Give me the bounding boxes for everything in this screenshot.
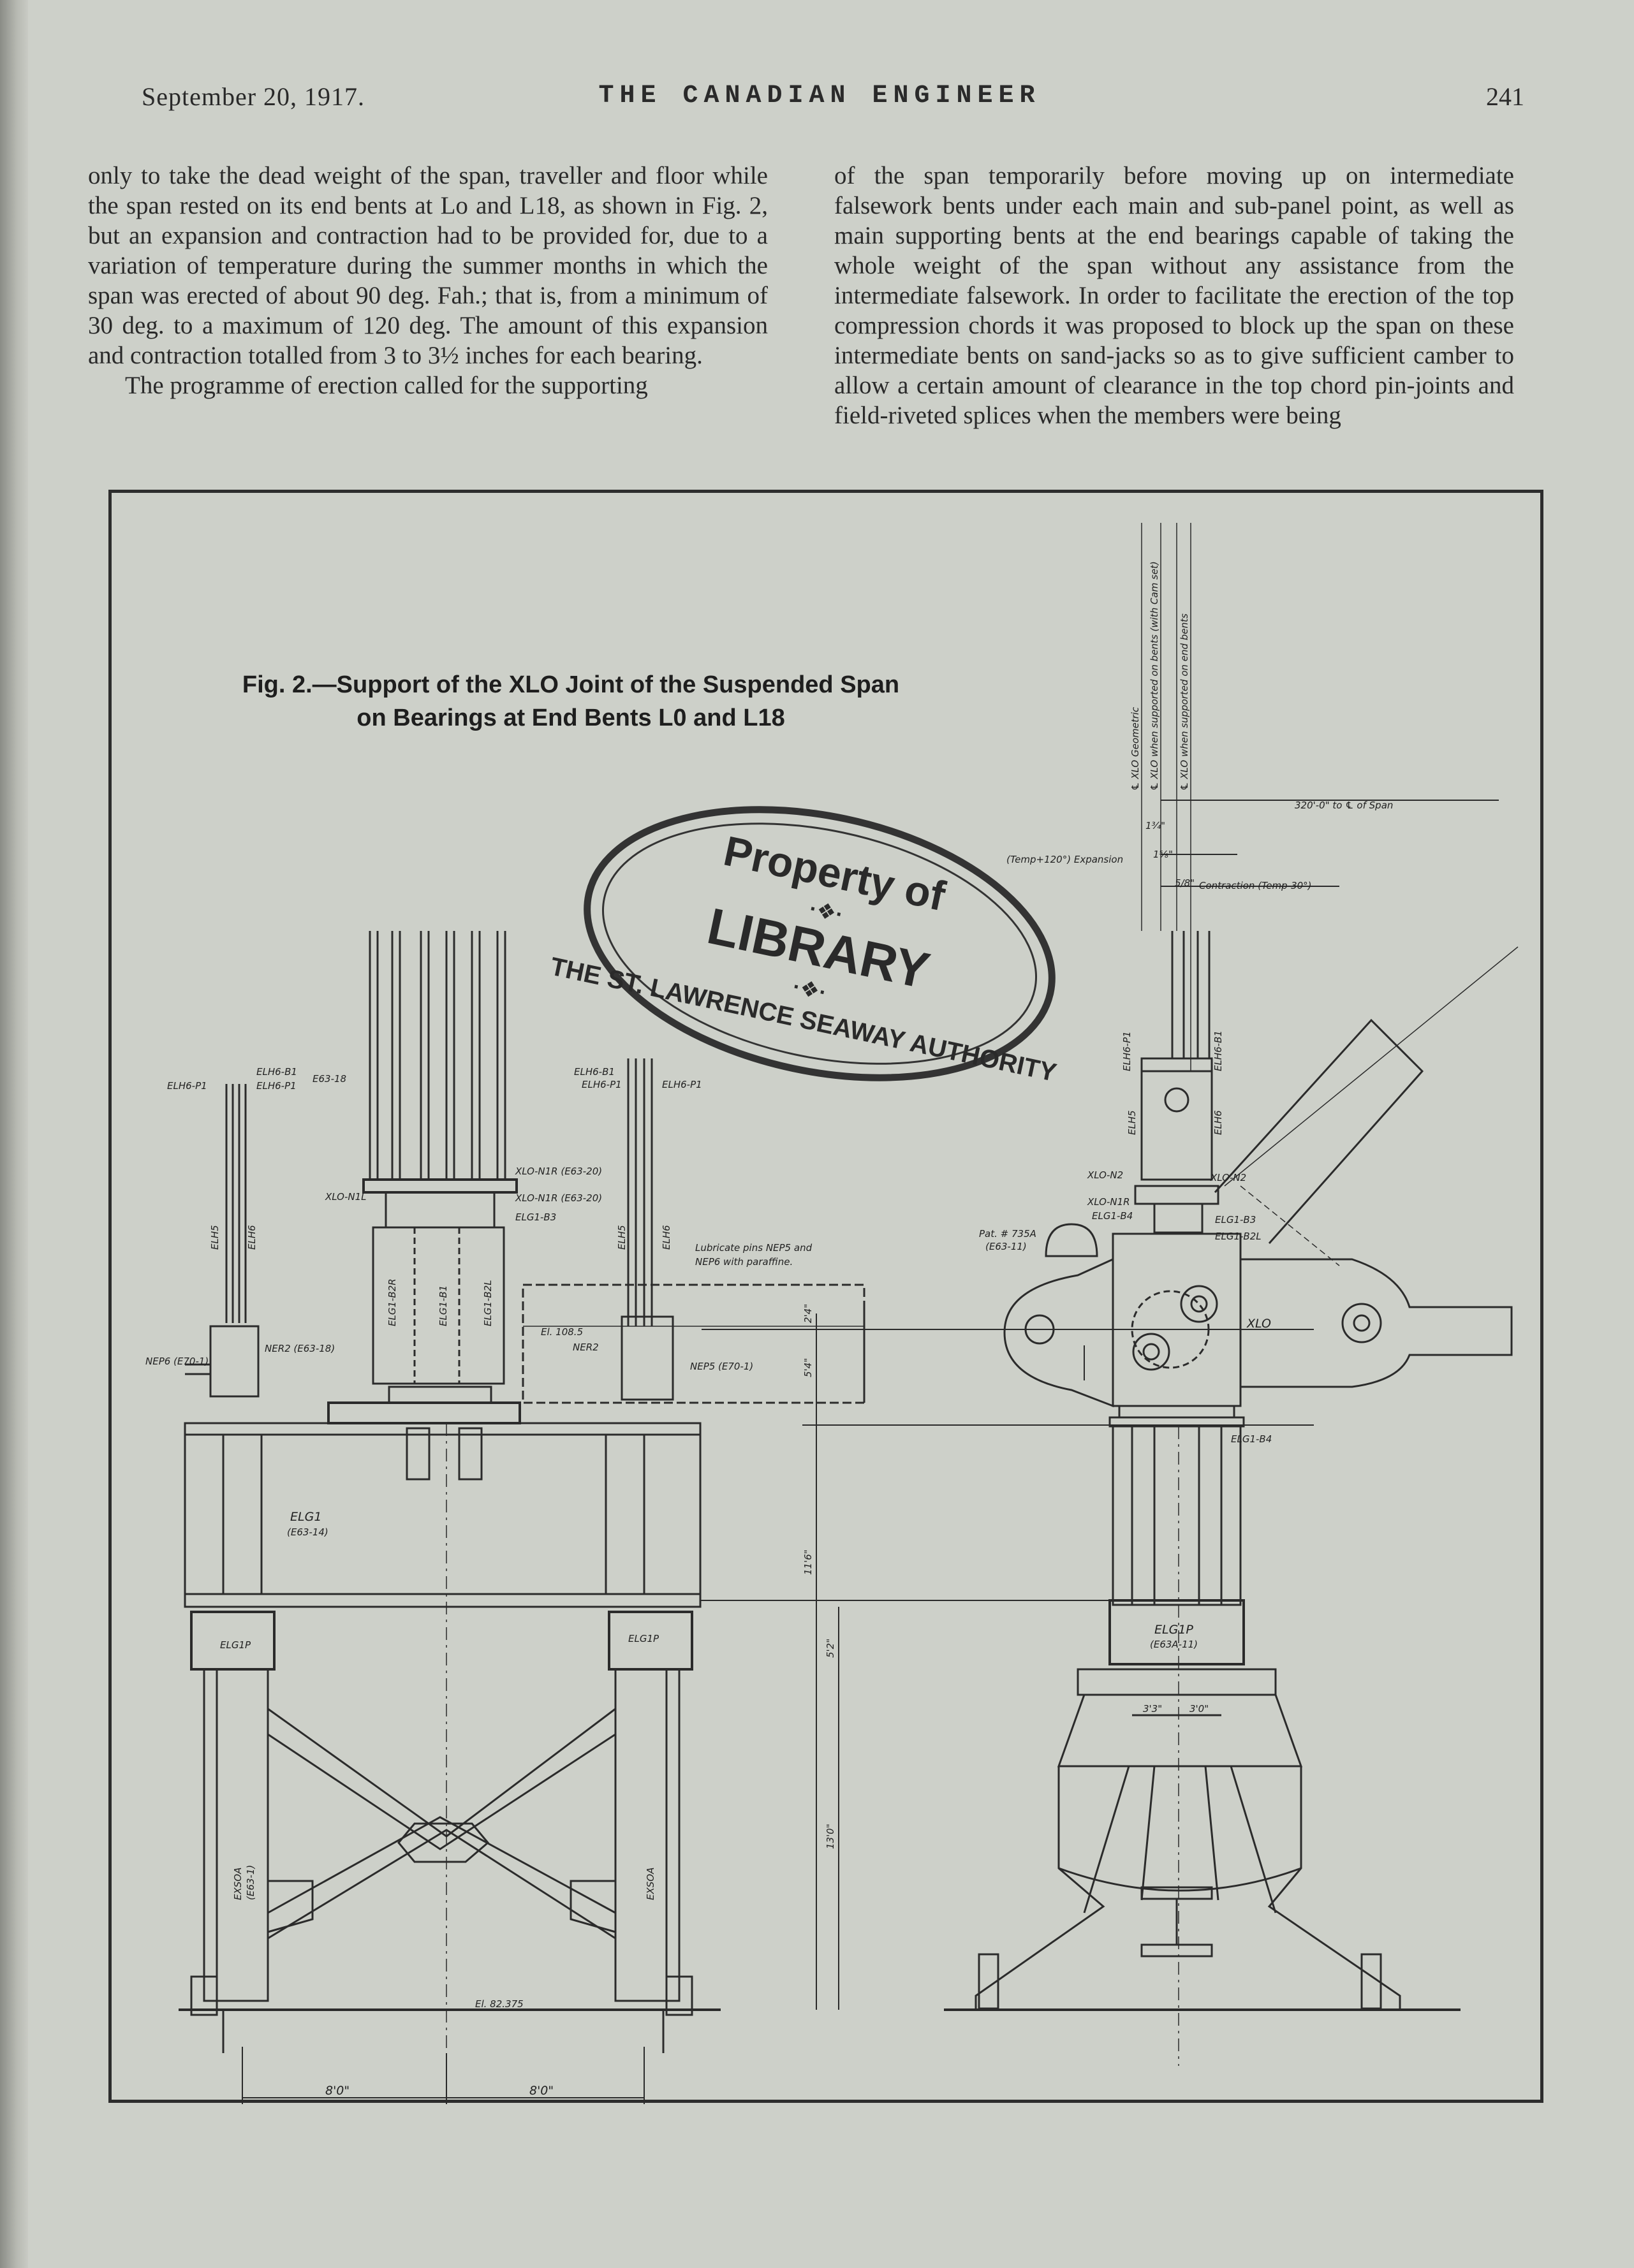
label-dim-5-8: 5/8" bbox=[1175, 877, 1195, 889]
label-dim-1-58: 1⅝" bbox=[1153, 849, 1173, 860]
paragraph: The programme of erection called for the… bbox=[125, 372, 648, 399]
label-el-bottom: El. 82.375 bbox=[475, 1998, 524, 2010]
label-nep5: NEP5 (E70-1) bbox=[690, 1361, 753, 1372]
label-pat: Pat. # 735A bbox=[979, 1228, 1036, 1240]
label-dim-span: 320'-0" to ℄ of Span bbox=[1295, 800, 1393, 811]
label-nep6: NEP6 (E70-1) bbox=[145, 1356, 209, 1367]
label-dim-r2: 3'0" bbox=[1189, 1703, 1209, 1715]
label-elh6: ELH6 bbox=[246, 1225, 258, 1250]
stamp-ornament-bottom: ·❖· bbox=[791, 974, 829, 1005]
left-bearing-assembly bbox=[185, 931, 865, 1481]
label-dim-4: 5'2" bbox=[825, 1639, 836, 1658]
label-elh6-r: ELH6 bbox=[1212, 1110, 1224, 1135]
label-elh6-b1-center: ELH6-B1 bbox=[574, 1066, 615, 1078]
label-elg1p-r-ref: (E63A-11) bbox=[1150, 1639, 1198, 1650]
library-stamp: Property of LIBRARY THE ST. LAWRENCE SEA… bbox=[548, 806, 1059, 1087]
label-e63-18: E63-18 bbox=[313, 1073, 346, 1085]
label-ner2: NER2 bbox=[573, 1342, 599, 1353]
label-dim-1: 11'6" bbox=[802, 1549, 814, 1575]
label-elg1-b3: ELG1-B3 bbox=[515, 1211, 556, 1223]
label-lubricate-1: Lubricate pins NEP5 and bbox=[695, 1242, 813, 1254]
caption-line-1: Fig. 2.—Support of the XLO Joint of the … bbox=[242, 671, 900, 698]
label-cl-geometric: ℄ XLO Geometric bbox=[1130, 706, 1141, 791]
label-xlo-n2-right: XLO-N2 bbox=[1210, 1172, 1246, 1183]
label-elg1: ELG1 bbox=[290, 1510, 321, 1524]
label-dim-5: 13'0" bbox=[825, 1824, 836, 1849]
label-elg1p-left: ELG1P bbox=[220, 1639, 251, 1651]
label-xlo-n1r: XLO-N1R (E63-20) bbox=[515, 1166, 602, 1177]
label-elh6-b1: ELH6-B1 bbox=[256, 1066, 297, 1078]
label-xlo-n1r-2: XLO-N1R (E63-20) bbox=[515, 1192, 602, 1204]
label-elh6-p1-center: ELH6-P1 bbox=[582, 1079, 622, 1090]
label-ner2-e63: NER2 (E63-18) bbox=[265, 1343, 335, 1354]
label-xlo-n1l: XLO-N1L bbox=[325, 1191, 367, 1203]
label-dim-3: 2'4" bbox=[802, 1304, 814, 1323]
label-elh6-p1-r: ELH6-P1 bbox=[1121, 1031, 1133, 1071]
label-exsoa-right: EXSOA bbox=[645, 1868, 656, 1900]
paragraph: only to take the dead weight of the span… bbox=[88, 162, 768, 369]
label-el-108-5: El. 108.5 bbox=[541, 1326, 583, 1338]
left-bent-elevation bbox=[179, 1422, 721, 2104]
running-head: September 20, 1917. THE CANADIAN ENGINEE… bbox=[115, 82, 1524, 120]
label-elg1-b3-right: ELG1-B3 bbox=[1215, 1214, 1256, 1225]
label-elh5-center: ELH5 bbox=[616, 1225, 628, 1250]
label-elg1-b1: ELG1-B1 bbox=[438, 1285, 449, 1326]
text-column-left: only to take the dead weight of the span… bbox=[88, 161, 768, 400]
label-elg1p-r: ELG1P bbox=[1154, 1623, 1193, 1637]
label-expansion: (Temp+120°) Expansion bbox=[1006, 854, 1123, 865]
drawing-annotations: ELH6-P1 ELH6-B1 ELH6-P1 E63-18 ELH5 ELH6… bbox=[145, 561, 1393, 2098]
figure-frame bbox=[108, 490, 1543, 2103]
label-elg1-b2l: ELG1-B2L bbox=[482, 1280, 494, 1326]
label-elg1-ref: (E63-14) bbox=[287, 1526, 328, 1538]
figure-caption: Fig. 2.—Support of the XLO Joint of the … bbox=[226, 668, 915, 735]
label-elg1-b2r: ELG1-B2R bbox=[386, 1278, 398, 1326]
label-dim-2: 5'4" bbox=[802, 1358, 814, 1377]
label-dim-1-75: 1¾" bbox=[1145, 820, 1165, 831]
label-lubricate-2: NEP6 with paraffine. bbox=[695, 1256, 793, 1268]
label-elg1p-right: ELG1P bbox=[628, 1633, 659, 1644]
label-xlo-n2: XLO-N2 bbox=[1087, 1169, 1123, 1181]
label-cl-supported: ℄ XLO when supported on bents (with Cam … bbox=[1149, 561, 1160, 791]
book-spine-shadow bbox=[0, 0, 28, 2268]
label-dim-80-right: 8'0" bbox=[529, 2084, 554, 2098]
label-elh6-center: ELH6 bbox=[661, 1225, 672, 1250]
label-contraction: Contraction (Temp-30°) bbox=[1199, 880, 1312, 891]
label-exsoa-ref: (E63-1) bbox=[245, 1865, 256, 1900]
label-elh6-b1-r: ELH6-B1 bbox=[1212, 1030, 1224, 1071]
label-elh6-p1-center-r: ELH6-P1 bbox=[662, 1079, 702, 1090]
label-pat-ref: (E63-11) bbox=[985, 1241, 1027, 1252]
label-dim-r1: 3'3" bbox=[1143, 1703, 1162, 1715]
text-column-right: of the span temporarily before moving up… bbox=[834, 161, 1514, 430]
label-xlo: XLO bbox=[1246, 1317, 1271, 1331]
label-elh6-p1: ELH6-P1 bbox=[167, 1080, 207, 1092]
label-elg1-b2l-right: ELG1-B2L bbox=[1215, 1231, 1262, 1242]
header-date: September 20, 1917. bbox=[142, 82, 365, 111]
dimension-lines-center bbox=[700, 1313, 1314, 2010]
label-elg1-b4: ELG1-B4 bbox=[1092, 1210, 1133, 1222]
paragraph: of the span temporarily before moving up… bbox=[834, 162, 1514, 429]
label-elh5-r: ELH5 bbox=[1126, 1110, 1138, 1135]
label-cl-support-end: ℄ XLO when supported on end bents bbox=[1179, 613, 1190, 791]
journal-title: THE CANADIAN ENGINEER bbox=[598, 82, 1041, 110]
label-elg1-b4-right: ELG1-B4 bbox=[1231, 1433, 1272, 1445]
label-elh6-p1-b: ELH6-P1 bbox=[256, 1080, 297, 1092]
caption-line-2: on Bearings at End Bents L0 and L18 bbox=[357, 705, 785, 731]
label-dim-80-left: 8'0" bbox=[325, 2084, 350, 2098]
label-exsoa-left: EXSOA bbox=[232, 1868, 244, 1900]
page-number: 241 bbox=[1486, 82, 1524, 111]
right-bent-side-view bbox=[944, 523, 1519, 2066]
label-elh5: ELH5 bbox=[209, 1225, 221, 1250]
label-xlo-n1r-right: XLO-N1R bbox=[1087, 1196, 1130, 1208]
